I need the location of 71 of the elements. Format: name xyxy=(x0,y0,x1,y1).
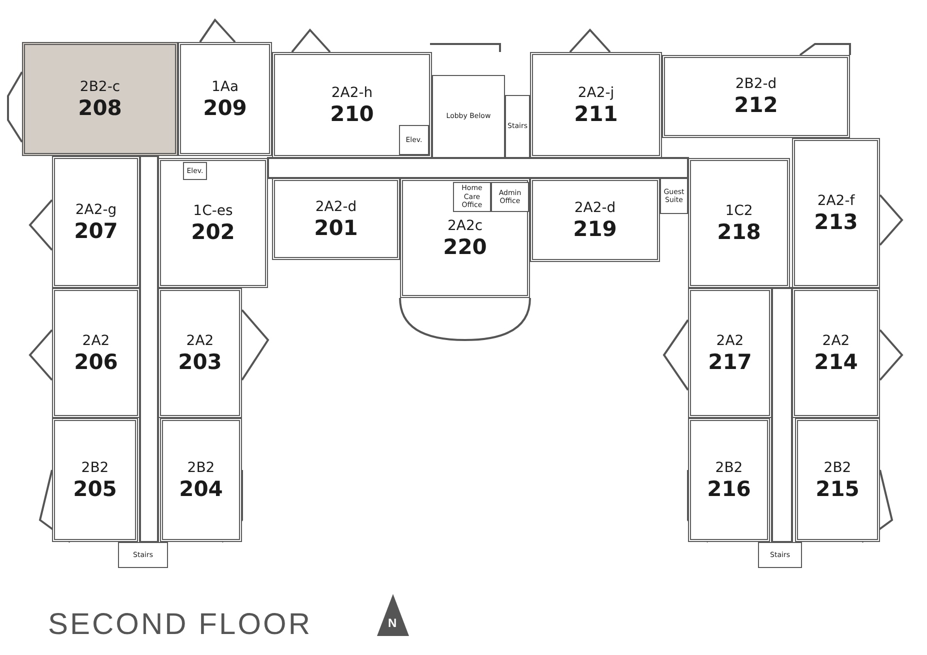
unit-type: 2B2 xyxy=(81,460,109,476)
room xyxy=(52,418,138,542)
unit-type: 2A2-g xyxy=(75,202,117,218)
room xyxy=(272,178,400,260)
room-number: 209 xyxy=(203,96,247,120)
unit-type: 2B2 xyxy=(824,460,852,476)
unit-type: 2B2-c xyxy=(80,78,120,96)
small-room xyxy=(453,182,491,212)
room-number: 220 xyxy=(443,234,487,258)
small-room xyxy=(758,542,802,568)
room xyxy=(688,288,772,418)
room xyxy=(792,288,880,418)
unit-type: 2A2 xyxy=(822,332,850,350)
unit-type: 2B2 xyxy=(715,460,743,476)
room-number: 215 xyxy=(816,476,860,500)
small-room xyxy=(505,95,530,158)
unit-type: 2A2 xyxy=(186,332,214,350)
unit-type: 2A2-f xyxy=(817,192,855,210)
room-number: 205 xyxy=(73,476,117,500)
room-number: 212 xyxy=(734,93,778,117)
room xyxy=(688,418,770,542)
room-number: 207 xyxy=(74,218,118,242)
unit-type: 2A2 xyxy=(82,332,110,350)
room-number: 219 xyxy=(573,216,617,240)
small-room xyxy=(432,75,505,158)
unit-type: 2A2-d xyxy=(574,200,616,216)
room xyxy=(688,158,790,288)
room-number: 210 xyxy=(330,102,374,126)
room-number: 217 xyxy=(708,350,752,374)
room-number: 214 xyxy=(814,350,858,374)
north-label: N xyxy=(388,617,397,630)
room xyxy=(795,418,880,542)
unit-type: 2B2 xyxy=(187,460,215,476)
room xyxy=(530,178,660,262)
room-number: 206 xyxy=(74,350,118,374)
unit-type: 1C2 xyxy=(725,202,753,220)
room-number: 203 xyxy=(178,350,222,374)
room xyxy=(178,42,272,156)
room xyxy=(530,52,662,158)
small-room xyxy=(399,125,429,155)
floor-title: SECOND FLOOR xyxy=(48,608,312,642)
room xyxy=(272,52,432,158)
small-room xyxy=(660,178,688,214)
room xyxy=(52,156,140,288)
room-number: 204 xyxy=(179,476,223,500)
room-number: 218 xyxy=(717,220,761,244)
room xyxy=(792,138,880,288)
room-number: 202 xyxy=(191,220,235,244)
room-number: 201 xyxy=(314,216,358,240)
room xyxy=(158,158,268,288)
unit-type: 1Aa xyxy=(211,78,239,96)
unit-type: 2A2-h xyxy=(331,84,373,102)
small-room xyxy=(491,182,529,212)
room xyxy=(160,418,242,542)
unit-type: 2A2c xyxy=(447,218,483,234)
small-room xyxy=(183,162,207,180)
unit-type: 2B2-d xyxy=(735,76,777,93)
room xyxy=(662,55,850,138)
room xyxy=(52,288,140,418)
room-number: 216 xyxy=(707,476,751,500)
unit-type: 2A2 xyxy=(716,332,744,350)
unit-type: 1C-es xyxy=(193,202,233,220)
unit-type: 2A2-j xyxy=(578,84,614,102)
room xyxy=(22,42,178,156)
unit-type: 2A2-d xyxy=(315,198,357,216)
room xyxy=(158,288,242,418)
room-number: 208 xyxy=(78,96,122,120)
room-number: 213 xyxy=(814,210,858,234)
room xyxy=(400,178,530,298)
small-room xyxy=(118,542,168,568)
room-number: 211 xyxy=(574,102,618,126)
